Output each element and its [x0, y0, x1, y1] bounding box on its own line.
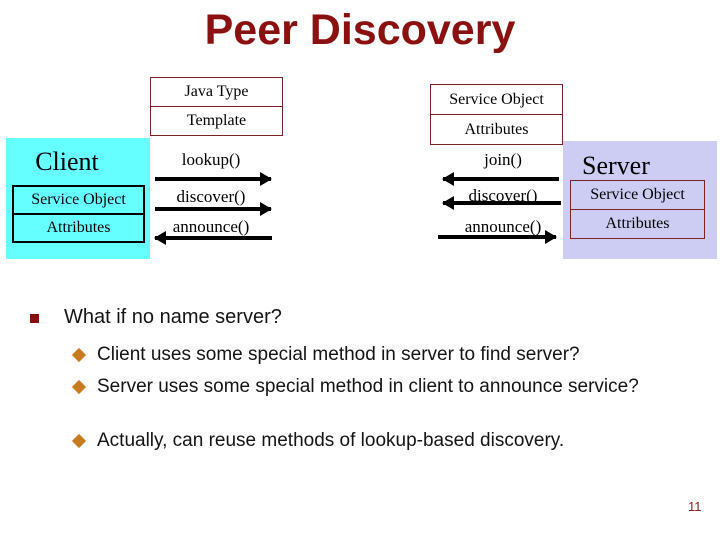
diamond-bullet-icon — [71, 433, 87, 449]
join-arrow-label: join() — [484, 150, 522, 169]
join-arrow-left-icon — [442, 172, 559, 186]
server-announce-arrow-label: announce() — [464, 217, 542, 236]
server-announce-arrow-right-icon — [438, 230, 557, 244]
lookup-request-stack: Java Type Template — [150, 77, 283, 136]
server-attributes-cell: Attributes — [571, 209, 704, 238]
client-service-object-cell: Service Object — [31, 191, 126, 208]
client-announce-arrow-label: announce() — [172, 217, 250, 236]
main-bullet-row: What if no name server? — [28, 306, 282, 329]
stack-cell-service-object: Service Object — [449, 90, 544, 108]
client-discover-arrow-right-icon — [155, 202, 272, 216]
lookup-arrow-right-icon — [155, 172, 272, 186]
sub-bullet-row: Server uses some special method in clien… — [71, 374, 639, 400]
sub-bullet-text: Actually, can reuse methods of lookup-ba… — [97, 430, 565, 451]
server-title: Server — [582, 151, 650, 180]
server-service-object-cell: Service Object — [590, 186, 685, 203]
sub-bullet-row: Client uses some special method in serve… — [71, 342, 580, 368]
client-attributes-cell: Attributes — [14, 213, 143, 241]
stack-cell-java-type: Java Type — [184, 83, 249, 100]
page-number: 11 — [688, 499, 702, 514]
server-discover-arrow-label: discover() — [468, 186, 538, 205]
announce-payload-stack: Service Object Attributes — [430, 84, 563, 145]
sub-bullet-text: Client uses some special method in serve… — [97, 344, 580, 365]
sub-bullet-row: Actually, can reuse methods of lookup-ba… — [71, 428, 565, 454]
sub-bullet-text: Server uses some special method in clien… — [97, 376, 639, 397]
stack-cell-attributes: Attributes — [431, 114, 562, 144]
client-title: Client — [35, 147, 99, 176]
server-inner-stack: Service Object Attributes — [570, 180, 705, 239]
client-discover-arrow-label: discover() — [176, 187, 246, 206]
stack-cell-template: Template — [151, 106, 282, 135]
client-inner-stack: Service Object Attributes — [12, 185, 145, 243]
lookup-arrow-label: lookup() — [181, 150, 241, 169]
square-bullet-icon — [30, 314, 39, 323]
server-discover-arrow-left-icon — [442, 196, 561, 210]
server-box: Server Service Object Attributes — [563, 141, 717, 259]
page-title: Peer Discovery — [204, 6, 516, 54]
diamond-bullet-icon — [71, 379, 87, 395]
main-bullet-text: What if no name server? — [64, 306, 282, 328]
client-box: Client Service Object Attributes — [6, 138, 150, 259]
client-announce-arrow-left-icon — [154, 231, 272, 245]
diamond-bullet-icon — [71, 347, 87, 363]
